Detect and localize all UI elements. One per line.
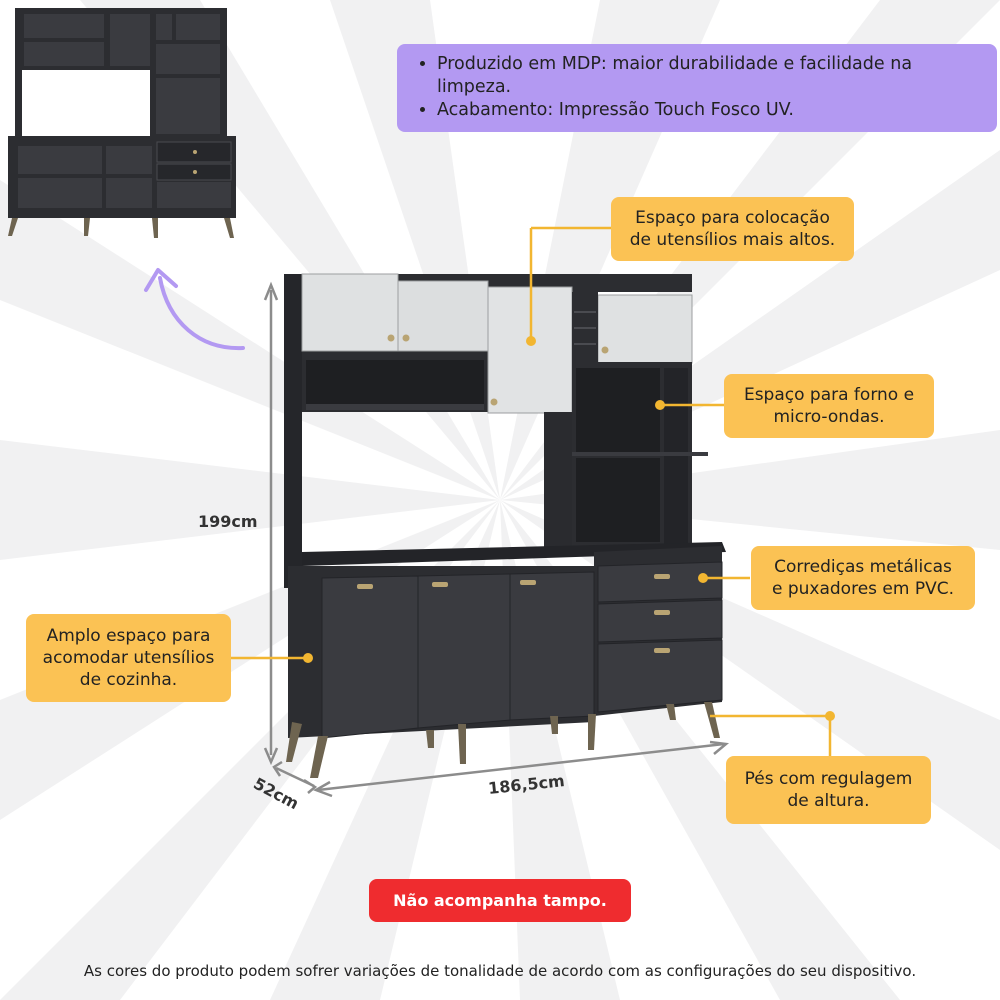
thumbnail-cabinet-drawing	[8, 8, 236, 238]
features-list: Produzido em MDP: maior durabilidade e f…	[415, 53, 981, 122]
callout-tall-utensils: Espaço para colocação de utensílios mais…	[611, 197, 854, 261]
callout-oven-line-1: Espaço para forno e	[743, 385, 915, 405]
callout-storage-line-2: acomodar utensílios	[42, 648, 215, 668]
features-banner: Produzido em MDP: maior durabilidade e f…	[397, 44, 997, 132]
callout-oven-line-2: micro-ondas.	[773, 407, 885, 427]
callout-slides-line-1: Corrediças metálicas	[774, 557, 952, 577]
callout-storage-line-1: Amplo espaço para	[46, 626, 211, 646]
dimension-lines	[263, 281, 730, 798]
feature-item-material: Produzido em MDP: maior durabilidade e f…	[437, 53, 981, 99]
callout-slides: Corrediças metálicas e puxadores em PVC.	[751, 546, 975, 610]
callout-oven: Espaço para forno e micro-ondas.	[724, 374, 934, 438]
callout-tall-utensils-line-1: Espaço para colocação	[635, 208, 830, 228]
color-disclaimer: As cores do produto podem sofrer variaçõ…	[83, 962, 917, 980]
dimension-height-label: 199cm	[198, 512, 258, 531]
callout-slides-line-2: e puxadores em PVC.	[771, 579, 954, 599]
callout-storage-line-3: de cozinha.	[79, 670, 178, 690]
curved-arrow-icon	[144, 268, 245, 351]
main-cabinet-drawing	[284, 273, 726, 778]
callout-feet-line-1: Pés com regulagem	[744, 769, 913, 789]
callout-connectors	[231, 226, 835, 756]
feature-item-finish: Acabamento: Impressão Touch Fosco UV.	[437, 99, 981, 122]
callout-tall-utensils-line-2: de utensílios mais altos.	[629, 230, 836, 250]
callout-storage: Amplo espaço para acomodar utensílios de…	[26, 614, 231, 702]
callout-feet: Pés com regulagem de altura.	[726, 756, 931, 824]
callout-feet-line-2: de altura.	[787, 791, 870, 811]
warning-badge: Não acompanha tampo.	[369, 879, 631, 922]
